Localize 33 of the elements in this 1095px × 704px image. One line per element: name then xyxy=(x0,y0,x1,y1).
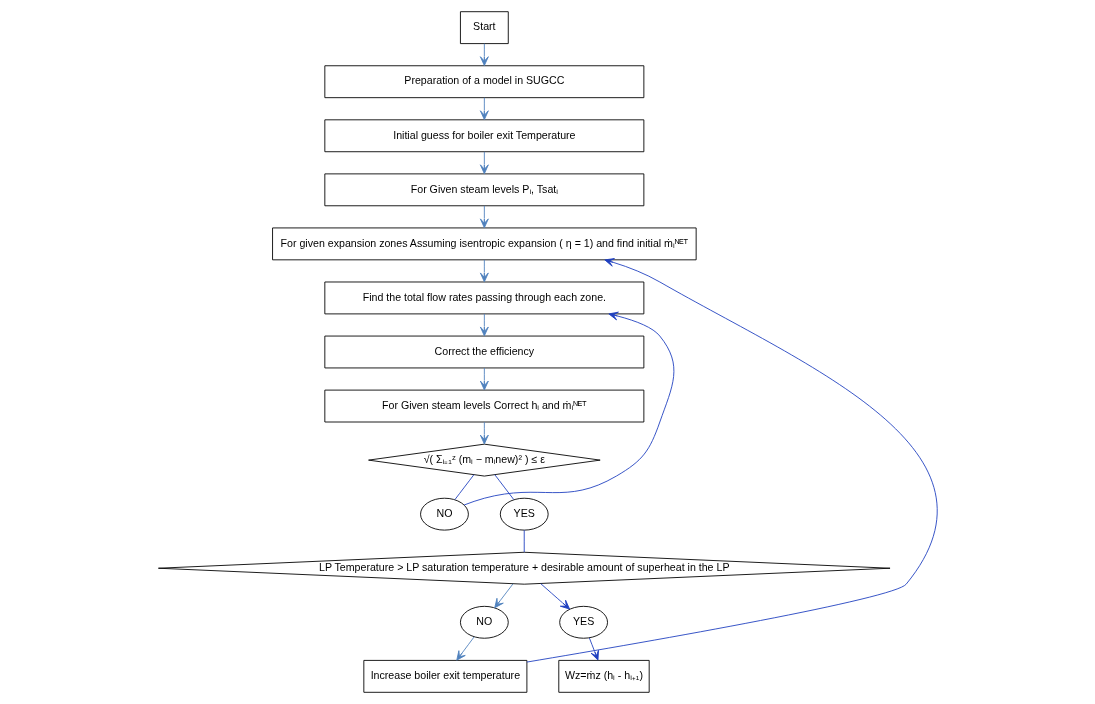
node-ellipse: YES xyxy=(558,605,608,639)
arrow xyxy=(479,151,489,175)
arrow xyxy=(479,421,489,445)
arrow xyxy=(479,205,489,229)
arrow xyxy=(588,637,599,661)
node-diamond: LP Temperature > LP saturation temperature + desirable amount of superheat in the LP xyxy=(157,551,890,585)
node-box: Preparation of a model in SUGCC xyxy=(323,65,644,99)
arrow xyxy=(455,636,475,661)
arrow xyxy=(479,259,489,283)
arrow xyxy=(479,367,489,391)
node-box: For Given steam levels Correct hᵢ and ṁᵢᴺᴱᵀ xyxy=(323,389,644,423)
node-box: Start xyxy=(459,11,509,45)
arrow xyxy=(493,583,513,609)
node-ellipse: NO xyxy=(459,605,509,639)
node-ellipse: NO xyxy=(419,497,469,531)
node-box: Correct the efficiency xyxy=(323,335,644,369)
node-diamond: √( Σᵢ₌₁ᶻ (mᵢ − mᵢnew)² ) ≤ ε xyxy=(367,443,601,477)
node-ellipse: YES xyxy=(499,497,549,531)
arrow xyxy=(479,97,489,121)
arrow xyxy=(463,311,674,506)
node-box: Find the total flow rates passing through each zone. xyxy=(323,281,644,315)
connector xyxy=(523,529,525,553)
node-box: Initial guess for boiler exit Temperature xyxy=(323,119,644,153)
arrow xyxy=(526,258,937,663)
arrow xyxy=(479,43,489,66)
node-box: Increase boiler exit temperature xyxy=(362,659,527,693)
arrow xyxy=(539,583,570,610)
arrow xyxy=(479,313,489,337)
connector xyxy=(493,474,514,500)
node-box: Wz=ṁz (hᵢ - hᵢ₊₁) xyxy=(557,659,650,693)
node-box: For Given steam levels Pᵢ, Tsatᵢ xyxy=(323,173,644,207)
connector xyxy=(454,474,474,500)
node-box: For given expansion zones Assuming isentropic expansion ( η = 1) and find initial ṁᵢᴺᴱᵀ xyxy=(271,227,697,261)
